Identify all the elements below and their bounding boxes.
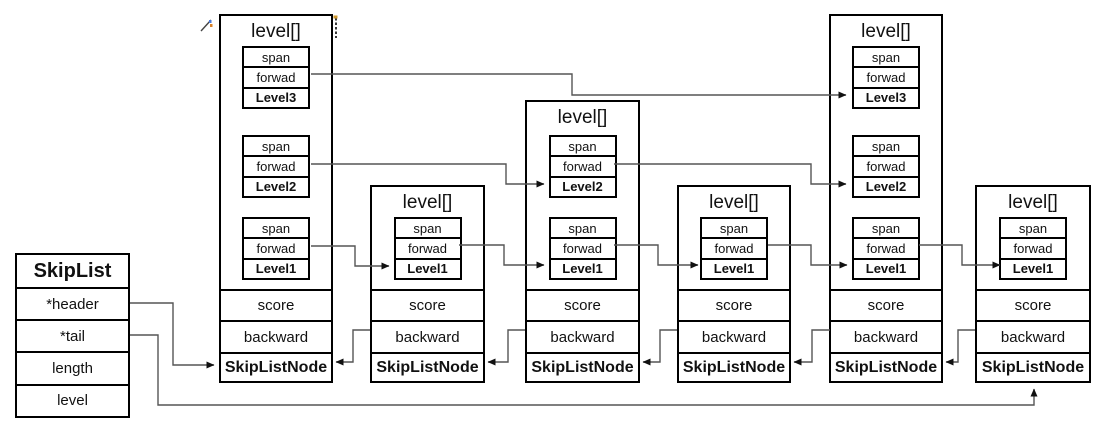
level-array-title: level[] (557, 107, 608, 128)
score-row: score (221, 289, 331, 320)
backward-row: backward (977, 320, 1089, 352)
span-cell: span (261, 220, 291, 236)
level-label: Level2 (550, 175, 615, 196)
backward-row: backward (527, 320, 638, 352)
arrow-backward-n2-n1 (335, 329, 370, 366)
level-label: Level1 (1001, 257, 1065, 278)
span-cell: span (261, 49, 291, 65)
node-type-row: SkipListNode (831, 352, 941, 381)
skiplist-field-tail: *tail (17, 319, 128, 351)
span-cell: span (1018, 220, 1048, 236)
level-entry-2: span forwad Level2 (852, 135, 920, 198)
level-array-title: level[] (1008, 192, 1058, 213)
level-label: Level1 (702, 257, 766, 278)
stray-diagonal-mark (200, 19, 212, 32)
arrow-backward-n6-n5 (945, 329, 975, 366)
backward-row: backward (831, 320, 941, 352)
span-cell: span (719, 220, 749, 236)
forward-cell: forwad (550, 237, 615, 257)
node-type-row: SkipListNode (977, 352, 1089, 381)
level-label: Level1 (854, 257, 918, 278)
backward-row: backward (679, 320, 789, 352)
arrow-forward-n1L3-n5L3 (311, 73, 847, 99)
level-label: Level3 (244, 86, 308, 107)
skiplist-struct: SkipList *header *tail length level (15, 253, 130, 418)
skiplist-node-2: level[] span forwad Level1 score backwar… (370, 185, 485, 383)
level-entry-1: span forwad Level1 (548, 217, 617, 280)
level-entry-3: span forwad Level3 (242, 46, 310, 109)
span-cell: span (568, 138, 597, 154)
span-cell: span (871, 220, 901, 236)
skiplist-field-level: level (17, 383, 128, 416)
level-entry-3: span forwad Level3 (852, 46, 920, 109)
level-array-title: level[] (861, 21, 911, 42)
forward-cell: forwad (244, 237, 308, 257)
forward-cell: forwad (702, 237, 766, 257)
level-entry-1: span forwad Level1 (242, 217, 310, 280)
span-cell: span (261, 138, 291, 154)
arrow-backward-n4-n3 (642, 329, 677, 366)
arrow-backward-n5-n4 (793, 329, 830, 366)
skiplist-node-3: level[] span forwad Level2 span forwad L… (525, 100, 640, 383)
skiplist-title: SkipList (33, 259, 112, 282)
stray-color-pixel-blue (209, 20, 212, 23)
cursor-orange-pixel (333, 15, 338, 19)
level-label: Level2 (854, 175, 918, 196)
arrow-forward-n1L2-n3L2 (311, 163, 545, 188)
skiplist-node-6: level[] span forwad Level1 score backwar… (975, 185, 1091, 383)
level-entry-1: span forwad Level1 (393, 217, 462, 280)
forward-cell: forwad (395, 237, 460, 257)
forward-cell: forwad (854, 66, 918, 86)
level-label: Level1 (550, 257, 615, 278)
span-cell: span (568, 220, 597, 236)
level-entry-1: span forwad Level1 (852, 217, 920, 280)
forward-cell: forwad (244, 155, 308, 175)
node-type-row: SkipListNode (527, 352, 638, 381)
stray-color-pixel-orange (210, 24, 213, 27)
forward-cell: forwad (550, 155, 615, 175)
level-array-title: level[] (402, 192, 453, 213)
level-entry-2: span forwad Level2 (242, 135, 310, 198)
score-row: score (679, 289, 789, 320)
skiplist-field-header: *header (17, 287, 128, 319)
score-row: score (372, 289, 483, 320)
level-entry-1: span forwad Level1 (700, 217, 768, 280)
level-entry-1: span forwad Level1 (999, 217, 1067, 280)
score-row: score (527, 289, 638, 320)
forward-cell: forwad (244, 66, 308, 86)
span-cell: span (871, 49, 901, 65)
backward-row: backward (221, 320, 331, 352)
node-type-row: SkipListNode (679, 352, 789, 381)
forward-cell: forwad (1001, 237, 1065, 257)
skiplist-node-1: level[] span forwad Level3 span forwad L… (219, 14, 333, 383)
skiplist-node-4: level[] span forwad Level1 score backwar… (677, 185, 791, 383)
node-type-row: SkipListNode (372, 352, 483, 381)
level-label: Level1 (244, 257, 308, 278)
arrow-forward-n3L2-n5L2 (614, 163, 847, 188)
span-cell: span (413, 220, 442, 236)
arrow-backward-n3-n2 (487, 329, 525, 366)
skiplist-node-5: level[] span forwad Level3 span forwad L… (829, 14, 943, 383)
span-cell: span (871, 138, 901, 154)
level-label: Level2 (244, 175, 308, 196)
score-row: score (831, 289, 941, 320)
level-array-title: level[] (251, 21, 301, 42)
backward-row: backward (372, 320, 483, 352)
forward-cell: forwad (854, 155, 918, 175)
level-label: Level1 (395, 257, 460, 278)
node-type-row: SkipListNode (221, 352, 331, 381)
forward-cell: forwad (854, 237, 918, 257)
skiplist-field-length: length (17, 351, 128, 383)
level-entry-2: span forwad Level2 (548, 135, 617, 198)
level-array-title: level[] (709, 192, 759, 213)
level-label: Level3 (854, 86, 918, 107)
arrow-header-to-node1 (130, 302, 215, 369)
score-row: score (977, 289, 1089, 320)
